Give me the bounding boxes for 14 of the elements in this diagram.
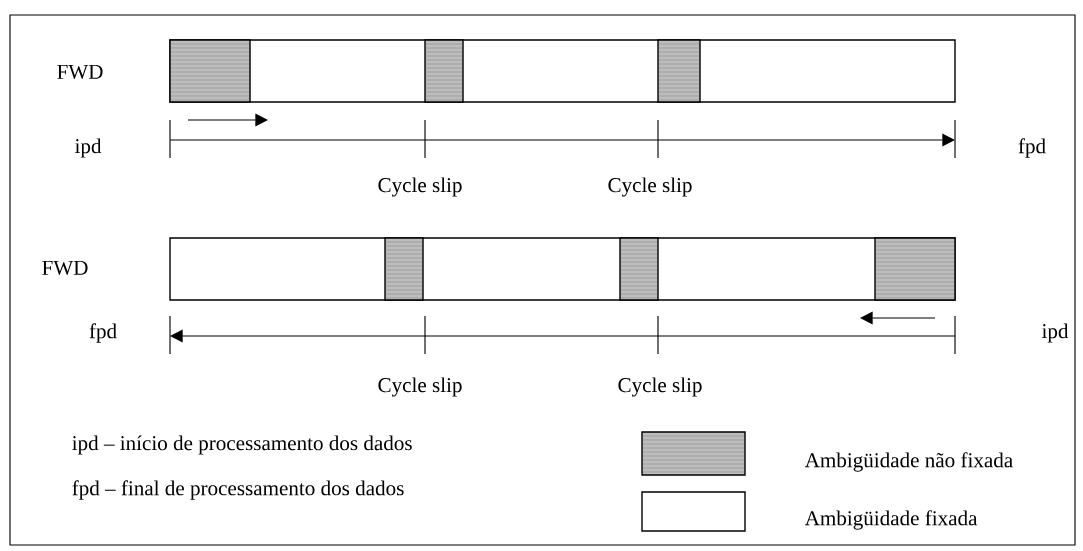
definition-text: ipd – início de processamento dos dados [72, 435, 412, 455]
point-label: ipd [75, 138, 102, 158]
point-label: fpd [1018, 138, 1046, 158]
row-label: FWD [57, 64, 103, 80]
definition-text: fpd – final de processamento dos dados [72, 480, 404, 500]
row-label: FWD [42, 260, 88, 276]
cycle-slip-label: Cycle slip [378, 177, 462, 197]
cycle-slip-label: Cycle slip [378, 377, 462, 397]
point-label: fpd [89, 323, 117, 343]
cycle-slip-label: Cycle slip [618, 377, 702, 397]
legend-text: Ambigüidade não fixada [804, 452, 1013, 472]
point-label: ipd [1041, 323, 1069, 343]
cycle-slip-label: Cycle slip [608, 177, 692, 197]
legend-text: Ambigüidade fixada [804, 510, 978, 530]
